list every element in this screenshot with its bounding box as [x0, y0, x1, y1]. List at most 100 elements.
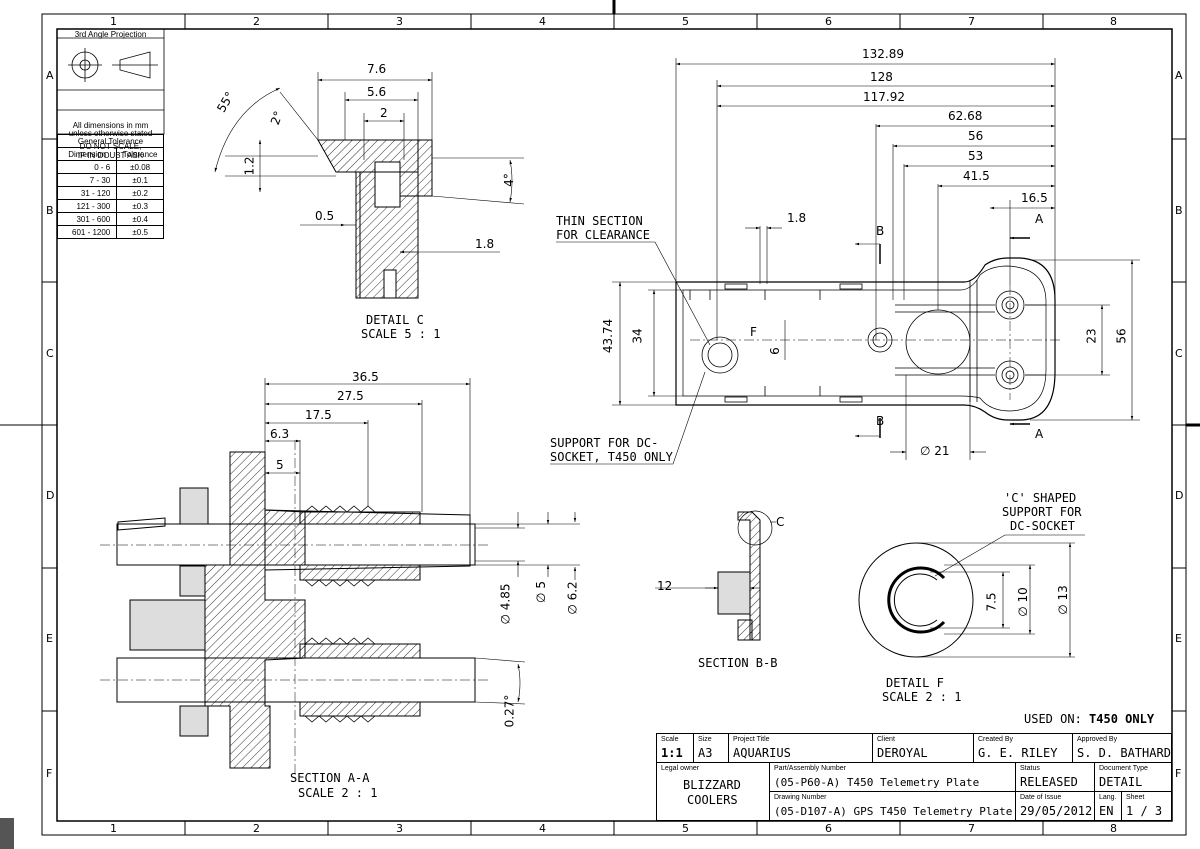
dim-label: 62.68 — [948, 109, 983, 123]
tolerance-cell: ±0.1 — [116, 173, 164, 187]
dim-label: ∅ 4.85 — [498, 583, 513, 625]
dim-label: ∅ 5 — [533, 581, 548, 603]
dim-label: ∅ 10 — [1015, 587, 1030, 617]
detail-f-title: DETAIL F — [886, 676, 944, 690]
dim-label: 34 — [630, 328, 645, 344]
dim-label: 5 — [276, 458, 284, 472]
dim-label: 6.3 — [270, 427, 290, 441]
dim-label: 132.89 — [862, 47, 904, 61]
tb-owner: Legal owner BLIZZARD COOLERS — [656, 762, 770, 821]
detail-c-scale: SCALE 5 : 1 — [361, 327, 441, 341]
section-aa-view — [100, 440, 490, 780]
dim-label: 12 — [657, 579, 673, 593]
dim-label: 36.5 — [352, 370, 379, 384]
projection-note: unless otherwise stated — [68, 129, 153, 138]
dim-label: 1.8 — [475, 237, 495, 251]
detail-marker: F — [750, 325, 757, 339]
column-label: 3 — [396, 822, 403, 835]
row-label: B — [1175, 204, 1183, 217]
row-label: D — [46, 489, 55, 502]
detail-f-scale: SCALE 2 : 1 — [882, 690, 962, 704]
note-c-support: DC-SOCKET — [1010, 519, 1076, 533]
row-label: E — [46, 632, 53, 645]
column-label: 5 — [682, 15, 689, 28]
tolerance-cell: 0 - 6 — [56, 160, 118, 174]
row-label: C — [46, 347, 54, 360]
dim-label: 43.74 — [601, 318, 616, 354]
column-label: 6 — [825, 15, 832, 28]
dim-label: 56 — [968, 129, 984, 143]
dim-label: 1.8 — [787, 211, 807, 225]
dim-label: 128 — [870, 70, 893, 84]
row-label: E — [1175, 632, 1182, 645]
row-label: F — [46, 767, 53, 780]
dim-label: 0.5 — [315, 209, 335, 223]
note-c-support: 'C' SHAPED — [1004, 491, 1077, 505]
dim-label: 41.5 — [963, 169, 990, 183]
dim-label: 6 — [767, 347, 782, 355]
row-label: D — [1175, 489, 1184, 502]
dim-label: ∅ 13 — [1055, 585, 1070, 615]
projection-title: 3rd Angle Projection — [74, 30, 147, 39]
dim-label: ∅ 6.2 — [565, 581, 580, 615]
section-marker: A — [1035, 212, 1044, 226]
detail-f-view — [858, 534, 1085, 658]
tolerance-cell: ±0.3 — [116, 199, 164, 213]
dim-label: 5.6 — [367, 85, 387, 99]
row-label: C — [1175, 347, 1183, 360]
section-bb-view — [655, 510, 776, 641]
tolerance-cell: 121 - 300 — [56, 199, 118, 213]
tolerance-cell: 601 - 1200 — [56, 225, 118, 239]
dim-label: ∅ 21 — [920, 444, 950, 458]
row-label: A — [46, 69, 54, 82]
centering-marks — [0, 0, 1200, 427]
dim-label: 53 — [968, 149, 984, 163]
tolerance-header: Tolerance — [116, 147, 164, 161]
used-on-label: USED ON: — [1024, 712, 1082, 726]
dim-label: 56 — [1114, 328, 1129, 344]
tolerance-title: General Tolerance — [57, 134, 164, 148]
note-c-support: SUPPORT FOR — [1002, 505, 1082, 519]
row-label: B — [46, 204, 54, 217]
column-label: 2 — [253, 15, 260, 28]
column-label: 5 — [682, 822, 689, 835]
row-label: A — [1175, 69, 1183, 82]
tolerance-cell: ±0.5 — [116, 225, 164, 239]
dim-label: 2 — [380, 106, 388, 120]
column-label: 1 — [110, 15, 117, 28]
column-label: 7 — [968, 15, 975, 28]
tolerance-cell: ±0.2 — [116, 186, 164, 200]
detail-c-view — [214, 72, 525, 299]
dim-label: 7.5 — [984, 592, 999, 612]
tolerance-cell: ±0.4 — [116, 212, 164, 226]
column-label: 8 — [1110, 15, 1117, 28]
dim-label: 17.5 — [305, 408, 332, 422]
section-marker: B — [876, 414, 885, 428]
dim-label: 0.27° — [502, 694, 517, 728]
column-label: 6 — [825, 822, 832, 835]
dim-label: 1.2 — [242, 156, 257, 176]
dim-label: 117.92 — [863, 90, 905, 104]
column-label: 3 — [396, 15, 403, 28]
detail-marker: C — [776, 515, 785, 529]
corner-mark — [0, 818, 14, 849]
dim-label: 7.6 — [367, 62, 387, 76]
dim-label: 27.5 — [337, 389, 364, 403]
tb-part: Part/Assembly Number(05-P60-A) T450 Tele… — [769, 762, 1016, 792]
column-label: 7 — [968, 822, 975, 835]
tolerance-cell: 301 - 600 — [56, 212, 118, 226]
dim-label: 4° — [501, 173, 516, 187]
tolerance-cell: ±0.08 — [116, 160, 164, 174]
